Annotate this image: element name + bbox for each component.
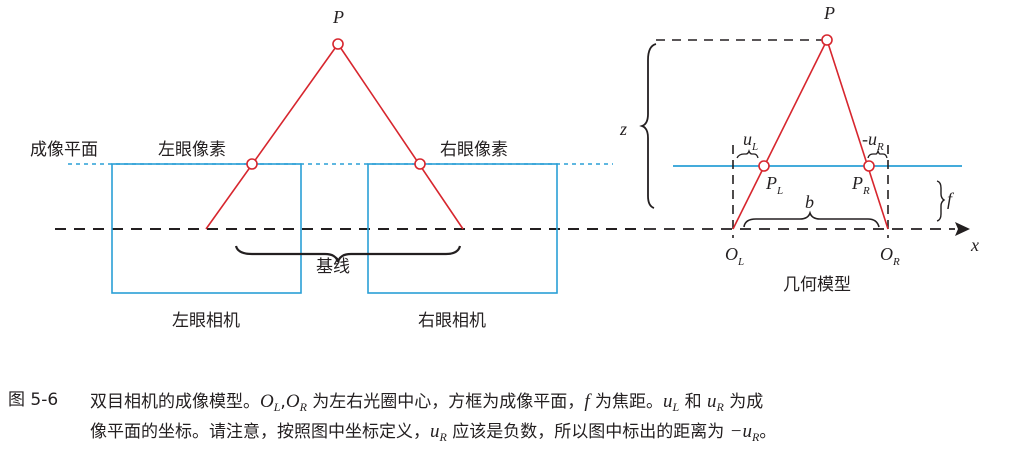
pl-text: P: [766, 173, 777, 193]
caption-text: 。: [759, 422, 777, 442]
point-pr: [863, 160, 875, 172]
left-diagram: [55, 38, 645, 294]
ur-brace: [867, 148, 888, 159]
f-label: f: [947, 189, 953, 209]
left-ray: [732, 39, 828, 230]
pl-label: PL: [766, 173, 783, 197]
point-p: [821, 34, 833, 46]
math-neg-ur: −u: [729, 421, 752, 442]
or-subscript: R: [893, 256, 900, 268]
left-pixel-label: 左眼像素: [158, 140, 226, 160]
ur-text: -u: [862, 129, 877, 149]
right-pixel-point: [414, 158, 426, 170]
x-axis-label: x: [971, 235, 979, 255]
b-brace: [743, 210, 880, 228]
or-label: OR: [880, 244, 900, 268]
caption-text: 像平面的坐标。请注意，按照图中坐标定义，: [90, 422, 430, 442]
baseline-label: 基线: [316, 257, 350, 277]
ul-text: u: [743, 129, 752, 149]
point-pl: [758, 160, 770, 172]
right-diagram: [639, 34, 970, 238]
ur-label: -uR: [862, 129, 884, 153]
z-brace: [639, 43, 657, 209]
ol-subscript: L: [738, 256, 745, 268]
left-camera-box: [111, 163, 302, 294]
caption-text: ,: [280, 392, 286, 412]
caption-line-2: 像平面的坐标。请注意，按照图中坐标定义，uR 应该是负数，所以图中标出的距离为 …: [90, 421, 777, 444]
caption-text: 为焦距。: [589, 392, 663, 412]
left-ray: [205, 43, 339, 230]
point-p-label: P: [824, 3, 835, 23]
caption-line-1: 双目相机的成像模型。OL,OR 为左右光圈中心，方框为成像平面，f 为焦距。uL…: [90, 391, 764, 414]
math-subscript: R: [439, 430, 447, 444]
image-plane-label: 成像平面: [30, 140, 98, 160]
math-ur: u: [707, 391, 717, 412]
caption-text: 为成: [723, 392, 764, 412]
baseline-brace: [234, 245, 462, 263]
right-ray: [826, 39, 889, 230]
ol-text: O: [725, 244, 738, 264]
ul-subscript: L: [752, 141, 759, 153]
left-camera-label: 左眼相机: [172, 311, 240, 331]
math-subscript: R: [299, 400, 307, 414]
pr-label: PR: [852, 173, 870, 197]
caption-text: 为左右光圈中心，方框为成像平面，: [306, 392, 585, 412]
left-pixel-point: [246, 158, 258, 170]
b-label: b: [805, 192, 814, 212]
math-subscript: L: [672, 400, 680, 414]
z-label: z: [620, 119, 628, 139]
math-or: O: [285, 391, 300, 412]
pr-subscript: R: [863, 185, 870, 197]
x-axis-arrow: [955, 222, 970, 236]
or-text: O: [880, 244, 893, 264]
math-subscript: R: [751, 430, 760, 444]
caption-text: 和: [679, 392, 707, 412]
point-p-label: P: [333, 7, 344, 27]
geometric-model-title: 几何模型: [783, 275, 851, 295]
caption-text: 应该是负数，所以图中标出的距离为: [446, 422, 730, 442]
math-ol: O: [260, 391, 274, 412]
figure-number: 图 5-6: [8, 390, 59, 410]
ul-brace: [736, 148, 759, 159]
pl-subscript: L: [777, 185, 784, 197]
point-p: [332, 38, 344, 50]
right-pixel-label: 右眼像素: [440, 140, 508, 160]
f-brace: [936, 180, 946, 222]
math-ur: u: [430, 421, 440, 442]
right-ray: [337, 43, 464, 230]
math-f: f: [584, 391, 590, 412]
right-camera-box: [367, 163, 558, 294]
ul-label: uL: [743, 129, 758, 153]
pr-text: P: [852, 173, 863, 193]
math-ul: u: [663, 391, 673, 412]
math-subscript: R: [716, 400, 724, 414]
ur-subscript: R: [877, 141, 884, 153]
ol-label: OL: [725, 244, 744, 268]
math-subscript: L: [273, 400, 281, 414]
right-camera-label: 右眼相机: [418, 311, 486, 331]
caption-text: 双目相机的成像模型。: [90, 392, 260, 412]
